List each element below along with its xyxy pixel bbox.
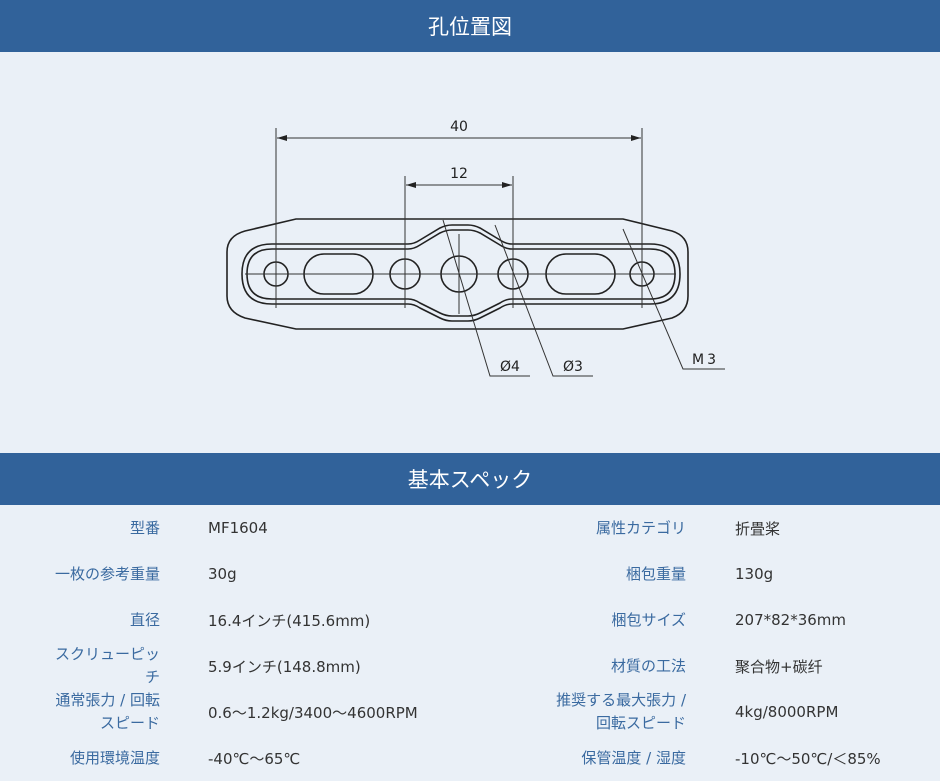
inner-rail-inner xyxy=(246,229,676,317)
spec-row: 使用環境温度 -40℃～65℃ xyxy=(0,735,940,781)
callout-d3: Ø3 xyxy=(563,359,583,375)
spec-label: スクリューピッチ xyxy=(54,645,160,686)
spec-row: 推奨する最大張力 / 回転スピード 4kg/8000RPM xyxy=(0,689,940,735)
spec-value: 聚合物+碳纤 xyxy=(735,657,823,676)
leader-d4 xyxy=(442,219,530,377)
spec-row: 型番 MF1604 xyxy=(0,505,940,551)
spec-label: 一枚の参考重量 xyxy=(54,564,160,583)
leader-d3 xyxy=(494,224,593,377)
plate-outline xyxy=(226,218,689,330)
callout-d4: Ø4 xyxy=(500,359,520,375)
spec-value: 4kg/8000RPM xyxy=(735,703,839,721)
spec-label: 直径 xyxy=(129,610,160,629)
spec-value: 5.9インチ(148.8mm) xyxy=(208,657,361,676)
spec-label: 型番 xyxy=(129,518,160,537)
spec-label: 梱包サイズ xyxy=(611,610,686,629)
spec-title: 基本スペック xyxy=(407,468,533,492)
spec-label: 材質の工法 xyxy=(610,656,686,675)
spec-value: 0.6～1.2kg/3400～4600RPM xyxy=(208,703,418,722)
spec-label: 推奨する最大張力 / 回転スピード xyxy=(556,691,686,732)
spec-label: 梱包重量 xyxy=(625,564,686,583)
spec-row: 属性カテゴリ 折畳桨 xyxy=(0,505,940,551)
spec-row: 直径 16.4インチ(415.6mm) xyxy=(0,597,940,643)
spec-row: 保管温度 / 湿度 -10℃～50℃/＜85% xyxy=(0,735,940,781)
spec-label: 通常張力 / 回転スピード xyxy=(55,691,160,732)
spec-value: 130g xyxy=(735,565,774,583)
spec-label: 使用環境温度 xyxy=(69,748,160,767)
leader-m3 xyxy=(622,228,725,370)
spec-value: -40℃～65℃ xyxy=(208,749,301,768)
spec-row: 一枚の参考重量 30g xyxy=(0,551,940,597)
spec-row: 通常張力 / 回転スピード 0.6～1.2kg/3400～4600RPM xyxy=(0,689,940,735)
spec-value: -10℃～50℃/＜85% xyxy=(735,749,881,768)
spec-row: 梱包重量 130g xyxy=(0,551,940,597)
spec-value: MF1604 xyxy=(208,519,268,537)
callout-m3: M3 xyxy=(692,352,719,368)
spec-value: 30g xyxy=(208,565,237,583)
spec-row: 材質の工法 聚合物+碳纤 xyxy=(0,643,940,689)
spec-label: 属性カテゴリ xyxy=(595,518,686,537)
inner-rail-outer xyxy=(241,224,681,322)
hole-position-drawing: 40 12 Ø4 Ø3 M3 xyxy=(226,119,725,377)
spec-value: 207*82*36mm xyxy=(735,611,847,629)
dim-label-40: 40 xyxy=(450,119,468,135)
hole-diagram-header: 孔位置図 xyxy=(0,0,940,52)
hole-diagram-title: 孔位置図 xyxy=(428,15,512,39)
spec-row: 梱包サイズ 207*82*36mm xyxy=(0,597,940,643)
spec-value: 折畳桨 xyxy=(735,519,781,538)
spec-header: 基本スペック xyxy=(0,453,940,505)
dim-label-12: 12 xyxy=(450,166,468,182)
spec-row: スクリューピッチ 5.9インチ(148.8mm) xyxy=(0,643,940,689)
spec-value: 16.4インチ(415.6mm) xyxy=(208,611,371,630)
spec-label: 保管温度 / 湿度 xyxy=(581,748,686,767)
